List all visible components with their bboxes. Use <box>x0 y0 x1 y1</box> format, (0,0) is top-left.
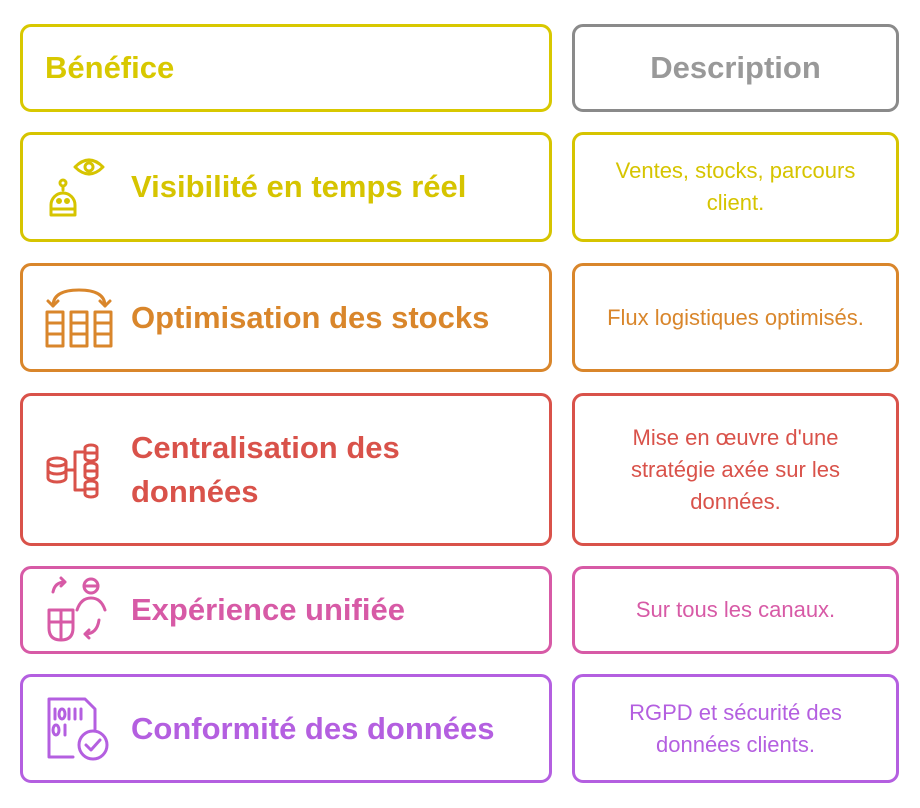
description-text: Sur tous les canaux. <box>635 597 836 622</box>
robot-eye-icon <box>45 153 113 221</box>
omnichannel-user-icon <box>45 576 113 644</box>
header-description-label: Description <box>650 50 821 85</box>
description-optimisation: Flux logistiques optimisés. <box>572 263 899 372</box>
description-text: Ventes, stocks, parcours client. <box>615 158 856 215</box>
benefit-centralisation: Centralisation des données <box>20 393 552 546</box>
database-hierarchy-icon <box>45 436 113 504</box>
benefit-optimisation: Optimisation des stocks <box>20 263 552 372</box>
benefit-title: Conformité des données <box>131 710 495 746</box>
header-benefice-label: Bénéfice <box>45 50 175 85</box>
benefit-title: Visibilité en temps réel <box>131 169 467 204</box>
data-compliance-icon <box>45 695 113 763</box>
benefit-title: Expérience unifiée <box>131 592 405 627</box>
header-description: Description <box>572 24 899 112</box>
description-conformite: RGPD et sécurité des données clients. <box>572 674 899 783</box>
benefit-visibilite: Visibilité en temps réel <box>20 132 552 242</box>
benefit-experience: Expérience unifiée <box>20 566 552 654</box>
description-experience: Sur tous les canaux. <box>572 566 899 654</box>
description-text: Mise en œuvre d'une stratégie axée sur l… <box>630 424 841 514</box>
description-text: Flux logistiques optimisés. <box>607 304 864 330</box>
benefit-title: Centralisation des données <box>131 429 400 509</box>
description-visibilite: Ventes, stocks, parcours client. <box>572 132 899 242</box>
inventory-swap-icon <box>45 284 113 352</box>
description-text: RGPD et sécurité des données clients. <box>629 699 842 757</box>
description-centralisation: Mise en œuvre d'une stratégie axée sur l… <box>572 393 899 546</box>
benefit-conformite: Conformité des données <box>20 674 552 783</box>
header-benefice: Bénéfice <box>20 24 552 112</box>
benefit-title: Optimisation des stocks <box>131 299 490 335</box>
